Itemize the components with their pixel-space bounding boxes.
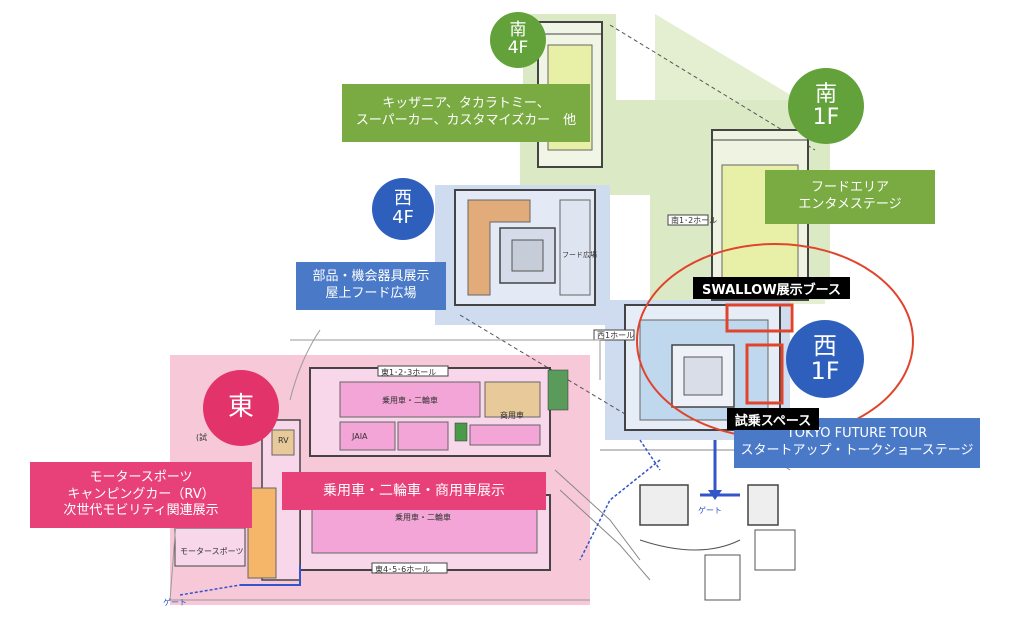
east123-hall-label: 東1･2･3ホール [381,368,437,377]
east-label-line3: 次世代モビリティ関連展示 [63,503,219,519]
south-1f-badge-line2: 1F [812,105,840,130]
east-label-line1: モータースポーツ [89,469,193,485]
south-1f-badge-line1: 南 [814,81,837,107]
east-badge-line1: 東 [227,392,254,423]
commercial-label: 商用車 [500,411,524,420]
food-plaza-label: フード広場 [562,251,597,259]
rv-label: RV [278,436,289,445]
west-1f-badge-line1: 西 [813,331,837,360]
south-1f-badge: 南 1F [788,68,864,144]
passenger-cars-label: 乗用車・二輪車 [382,396,438,405]
motorsports-label: モータースポーツ [180,547,244,556]
jaia-label: JAIA [352,432,368,441]
west-4f-badge-line2: 4F [392,207,414,228]
south-1f-label: フードエリア エンタメステージ [765,170,935,224]
gate-east-label: ゲート [698,506,722,515]
south-1f-label-line1: フードエリア [810,180,889,196]
south-4f-label-line2: スーパーカー、カスタマイズカー 他 [355,113,577,128]
west-1f-badge: 西 1F [786,320,864,398]
passenger-cars-2-label: 乗用車・二輪車 [395,513,451,522]
east-center-label: 乗用車・二輪車・商用車展示 [282,472,546,510]
south-4f-label: キッザニア、タカラトミー、 スーパーカー、カスタマイズカー 他 [342,84,590,142]
west-1f-label-line2: スタートアップ・トークショーステージ [740,443,974,458]
west-1f-badge-line2: 1F [810,357,840,385]
west1-hall-label: 西1ホール [597,331,635,340]
west-4f-label: 部品・機会器具展示 屋上フード広場 [296,262,446,310]
east-badge: 東 [203,370,279,446]
test-ride-callout: 試乗スペース [727,408,819,430]
east456-hall-label: 東4･5･6ホール [375,565,431,574]
trial-label: (試 [196,433,208,442]
south12-hall-label: 南1･2ホール [671,216,718,225]
east-label: モータースポーツ キャンピングカー（RV） 次世代モビリティ関連展示 [30,462,252,528]
swallow-booth-callout: SWALLOW展示ブース [693,277,850,299]
south-4f-badge: 南 4F [490,12,546,68]
west-1f-label-line1: TOKYO FUTURE TOUR [786,426,928,442]
south-1f-label-line2: エンタメステージ [798,197,902,212]
west-4f-badge-line1: 西 [394,188,412,210]
south-4f-badge-line1: 南 [509,20,527,41]
west-4f-label-line1: 部品・機会器具展示 [312,269,430,285]
south-4f-badge-line2: 4F [507,38,529,58]
south-4f-label-line1: キッザニア、タカラトミー、 [382,96,550,112]
east-label-line2: キャンピングカー（RV） [67,486,215,502]
west-4f-label-line2: 屋上フード広場 [325,286,417,301]
gate-west-label: ゲート [163,598,187,607]
west-1f-label: TOKYO FUTURE TOUR スタートアップ・トークショーステージ [734,418,980,468]
west-4f-badge: 西 4F [372,178,434,240]
east-center-label-line1: 乗用車・二輪車・商用車展示 [323,482,505,499]
